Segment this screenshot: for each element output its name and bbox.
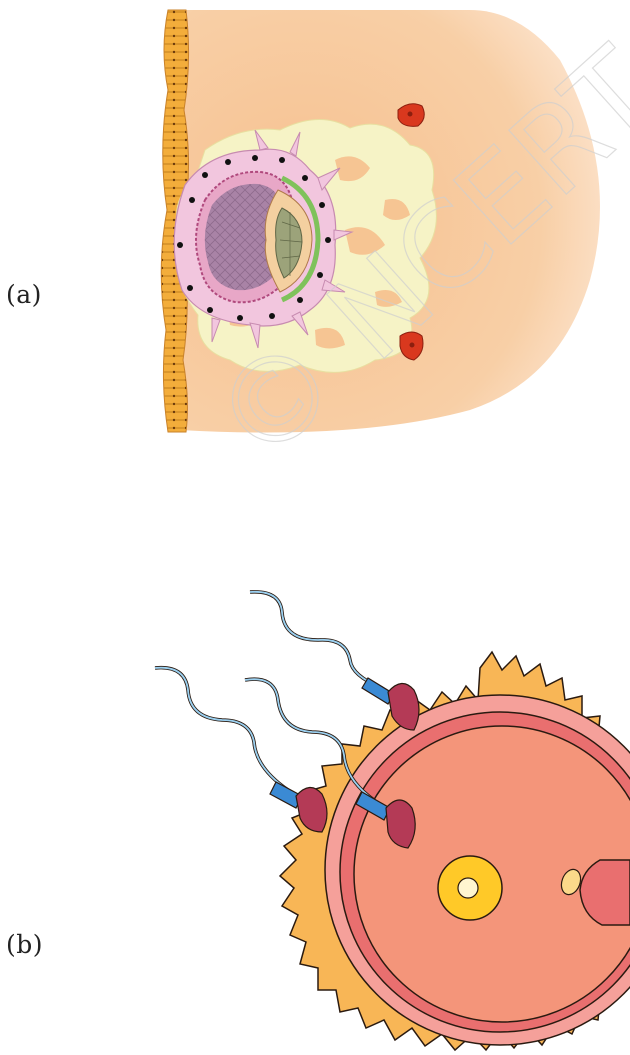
- nucleolus: [458, 878, 478, 898]
- panel-a-implantation: [161, 10, 600, 433]
- panel-b-fertilization: [155, 592, 630, 1050]
- sperm-1: [250, 592, 419, 730]
- sperm-2: [155, 668, 327, 832]
